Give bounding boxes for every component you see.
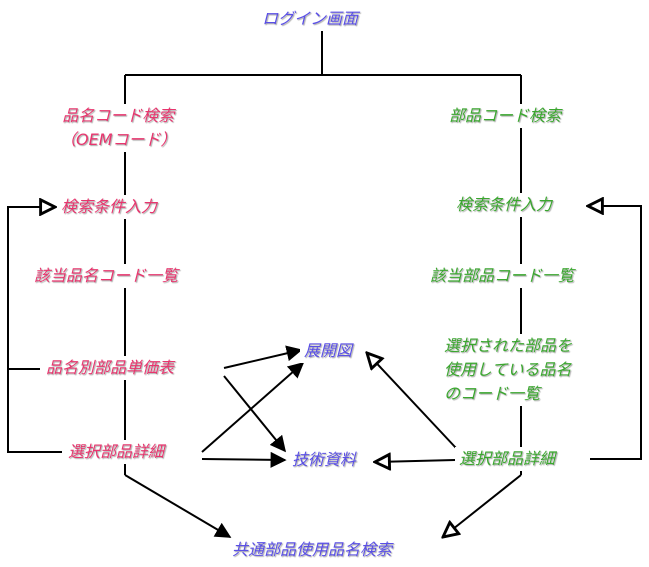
- node-left-condition: 検索条件入力: [57, 195, 162, 219]
- node-used-list: 選択された部品を 使用している品名 のコード一覧: [440, 334, 577, 406]
- node-right-detail: 選択部品詳細: [455, 447, 560, 471]
- node-oem-search: 品名コード検索 （OEMコード）: [56, 104, 181, 152]
- edge-rightdetail-to-common: [443, 474, 522, 537]
- edge-leftdetail-to-common: [124, 474, 232, 538]
- node-used-list-line-1: 選択された部品を: [444, 336, 573, 355]
- edge-leftdetail-to-techdocs: [201, 451, 287, 468]
- edge-price-to-techdocs: [223, 375, 287, 453]
- node-tech-docs: 技術資料: [288, 448, 361, 472]
- edge-price-to-exploded: [223, 345, 303, 369]
- node-oem-search-line-2: （OEMコード）: [60, 130, 177, 149]
- node-left-list: 該当品名コード一覧: [30, 264, 183, 288]
- node-used-list-line-3: のコード一覧: [444, 384, 541, 403]
- node-price-table: 品名別部品単価表: [42, 356, 179, 380]
- node-part-search: 部品コード検索: [445, 104, 566, 128]
- node-used-list-line-2: 使用している品名: [444, 360, 572, 379]
- node-login: ログイン画面: [258, 7, 363, 31]
- edge-leftdetail-to-exploded: [201, 361, 305, 453]
- node-oem-search-line-1: 品名コード検索: [62, 106, 175, 125]
- node-common-search: 共通部品使用品名検索: [228, 538, 397, 562]
- node-right-list: 該当部品コード一覧: [426, 264, 579, 288]
- edge-rightdetail-to-exploded: [367, 353, 457, 449]
- node-right-condition: 検索条件入力: [452, 193, 557, 217]
- edge-right-loop: [588, 206, 642, 460]
- node-left-detail: 選択部品詳細: [64, 440, 169, 464]
- edge-left-loop: [7, 207, 62, 453]
- edge-rightdetail-to-techdocs: [375, 460, 456, 462]
- node-exploded-view: 展開図: [300, 339, 357, 363]
